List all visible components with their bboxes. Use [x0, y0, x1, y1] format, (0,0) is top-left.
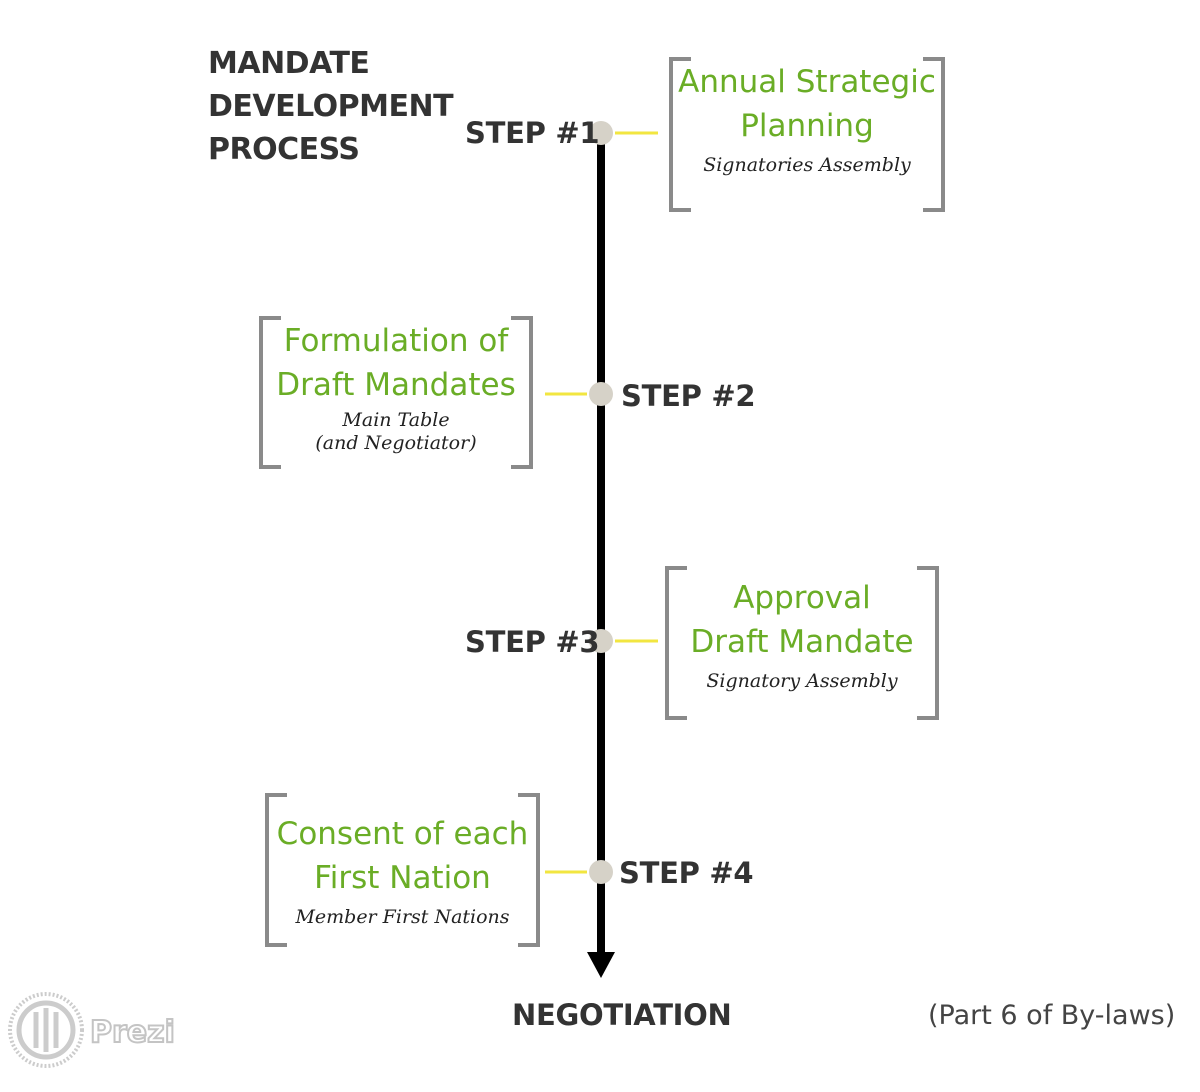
bracket-left	[265, 793, 287, 947]
step-2-subtitle: Main Table (and Negotiator)	[259, 409, 533, 455]
bracket-left	[259, 316, 281, 469]
negotiation-label: NEGOTIATION	[512, 998, 732, 1032]
step-1-subtitle-line-1: Signatories Assembly	[703, 154, 911, 176]
step-1-subtitle: Signatories Assembly	[669, 154, 945, 177]
step-4-label: STEP #4	[619, 856, 754, 890]
step-3-box: Approval Draft Mandate Signatory Assembl…	[665, 566, 939, 720]
step-3-title: Approval Draft Mandate	[665, 576, 939, 664]
prezi-logo-icon: Prezi	[8, 992, 176, 1068]
step-3-title-line-1: Approval	[733, 580, 871, 616]
step-4-title-line-1: Consent of each	[276, 816, 529, 852]
step-2-label: STEP #2	[621, 379, 756, 413]
title-line-2: DEVELOPMENT	[208, 89, 454, 124]
step-2-box: Formulation of Draft Mandates Main Table…	[259, 316, 533, 469]
step-1-title-line-1: Annual Strategic	[678, 64, 936, 100]
step-4-node	[589, 860, 613, 884]
bracket-right	[917, 566, 939, 720]
step-4-title: Consent of each First Nation	[265, 812, 540, 900]
step-2-title: Formulation of Draft Mandates	[259, 319, 533, 407]
bracket-left	[669, 57, 691, 212]
step-4-subtitle-line-1: Member First Nations	[295, 906, 510, 928]
title-line-1: MANDATE	[208, 46, 370, 81]
timeline-arrowhead	[587, 952, 615, 978]
step-3-label: STEP #3	[465, 625, 600, 659]
step-2-title-line-1: Formulation of	[283, 323, 509, 359]
bracket-right	[511, 316, 533, 469]
step-1-title-line-2: Planning	[740, 108, 874, 144]
bracket-left	[665, 566, 687, 720]
prezi-logo-text: Prezi	[90, 1015, 175, 1050]
step-1-title: Annual Strategic Planning	[669, 60, 945, 148]
diagram-title: MANDATE DEVELOPMENT PROCESS	[208, 42, 454, 171]
step-2-subtitle-line-2: (and Negotiator)	[315, 432, 477, 454]
step-3-node	[589, 629, 613, 653]
step-3-subtitle: Signatory Assembly	[665, 670, 939, 693]
step-1-label: STEP #1	[465, 116, 600, 150]
step-1-node	[589, 121, 613, 145]
step-4-title-line-2: First Nation	[314, 860, 491, 896]
step-2-node	[589, 382, 613, 406]
title-line-3: PROCESS	[208, 132, 360, 167]
bracket-right	[923, 57, 945, 212]
bylaws-note: (Part 6 of By-laws)	[928, 1000, 1176, 1031]
step-1-box: Annual Strategic Planning Signatories As…	[669, 57, 945, 212]
step-3-title-line-2: Draft Mandate	[690, 624, 914, 660]
step-2-title-line-2: Draft Mandates	[276, 367, 516, 403]
step-4-subtitle: Member First Nations	[265, 906, 540, 929]
bracket-right	[518, 793, 540, 947]
step-3-subtitle-line-1: Signatory Assembly	[706, 670, 898, 692]
step-2-subtitle-line-1: Main Table	[342, 409, 450, 431]
step-4-box: Consent of each First Nation Member Firs…	[265, 793, 540, 947]
